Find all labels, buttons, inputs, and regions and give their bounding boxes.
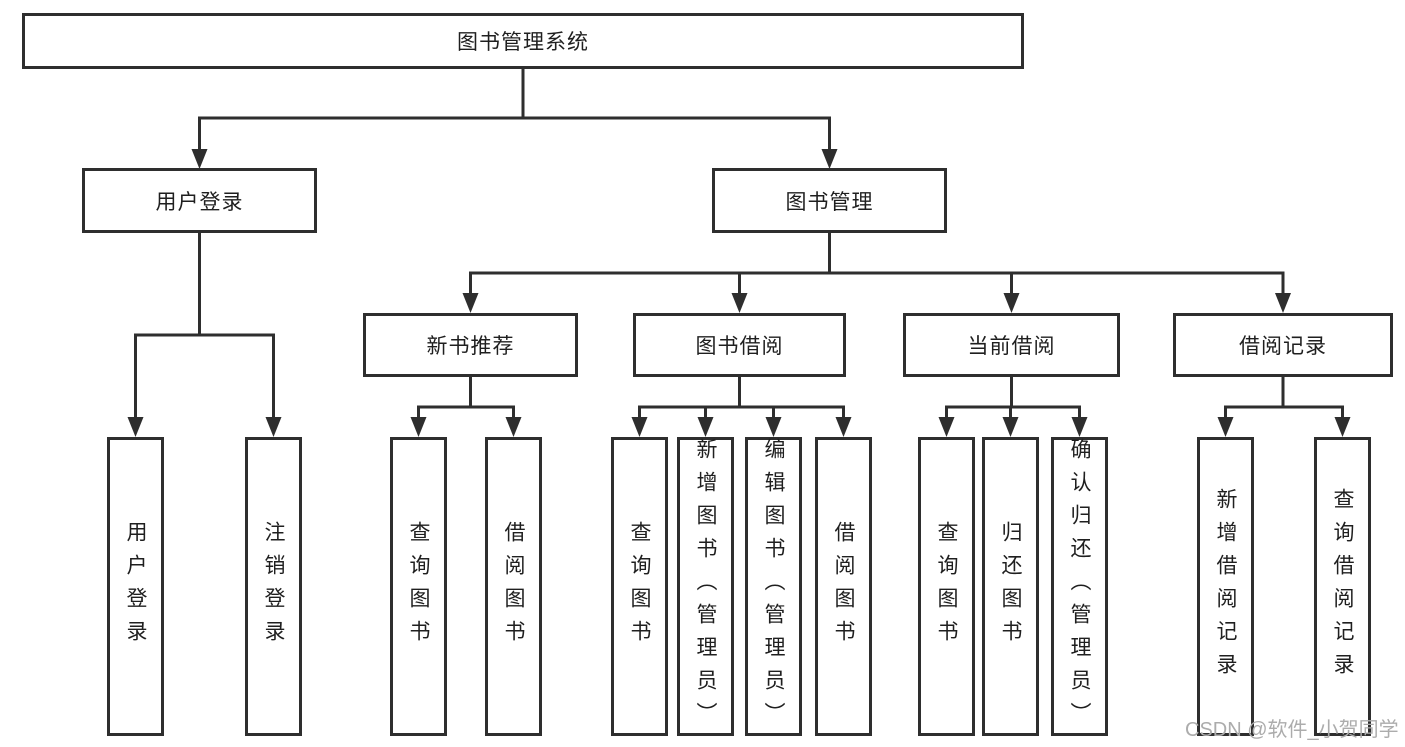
leaf-query-books-borrowing: 查询图书 (611, 437, 668, 736)
node-current-borrowing: 当前借阅 (903, 313, 1120, 377)
node-label: 新增图书（管理员） (694, 438, 717, 735)
leaf-query-books-recommend: 查询图书 (390, 437, 447, 736)
node-user-login: 用户登录 (82, 168, 317, 233)
node-library-management-system: 图书管理系统 (22, 13, 1024, 69)
node-label: 图书管理系统 (457, 31, 589, 54)
node-label: 用户登录 (124, 520, 147, 653)
node-label: 查询借阅记录 (1331, 487, 1354, 686)
leaf-borrow-books-borrowing: 借阅图书 (815, 437, 872, 736)
leaf-add-book-admin: 新增图书（管理员） (677, 437, 734, 736)
node-label: 借阅图书 (502, 520, 525, 653)
leaf-add-borrow-record: 新增借阅记录 (1197, 437, 1254, 736)
leaf-user-login: 用户登录 (107, 437, 164, 736)
leaf-confirm-return-admin: 确认归还（管理员） (1051, 437, 1108, 736)
node-label: 借阅记录 (1239, 335, 1327, 358)
node-label: 编辑图书（管理员） (762, 438, 785, 735)
leaf-return-books: 归还图书 (982, 437, 1039, 736)
node-label: 当前借阅 (967, 335, 1056, 358)
node-label: 注销登录 (262, 520, 285, 653)
node-label: 查询图书 (407, 520, 430, 653)
leaf-query-books-current: 查询图书 (918, 437, 975, 736)
node-label: 新书推荐 (426, 335, 515, 358)
leaf-borrow-books-recommend: 借阅图书 (485, 437, 542, 736)
node-label: 新增借阅记录 (1214, 487, 1237, 686)
leaf-edit-book-admin: 编辑图书（管理员） (745, 437, 802, 736)
node-label: 图书借阅 (695, 335, 784, 358)
node-label: 确认归还（管理员） (1068, 438, 1091, 735)
node-label: 用户登录 (155, 190, 244, 214)
node-label: 借阅图书 (832, 520, 855, 653)
node-label: 查询图书 (628, 520, 651, 653)
node-label: 归还图书 (999, 520, 1022, 653)
watermark-text: CSDN @软件_小贺同学 (1185, 719, 1399, 741)
node-book-borrowing: 图书借阅 (633, 313, 846, 377)
leaf-logout: 注销登录 (245, 437, 302, 736)
node-book-management: 图书管理 (712, 168, 947, 233)
node-borrowing-records: 借阅记录 (1173, 313, 1393, 377)
node-new-book-recommendation: 新书推荐 (363, 313, 578, 377)
node-label: 图书管理 (785, 190, 874, 214)
leaf-query-borrow-record: 查询借阅记录 (1314, 437, 1371, 736)
node-label: 查询图书 (935, 520, 958, 653)
